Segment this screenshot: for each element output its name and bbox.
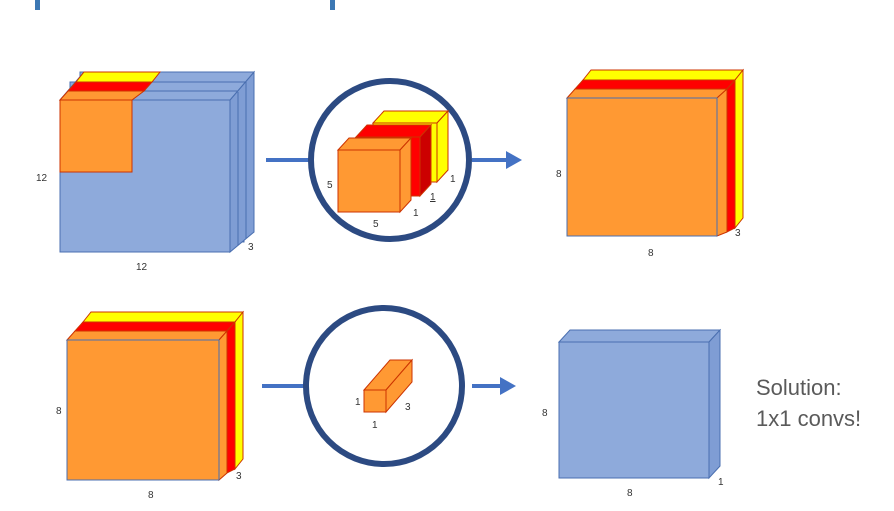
solution-callout: Solution: 1x1 convs! bbox=[756, 372, 861, 434]
solution-line-2: 1x1 convs! bbox=[756, 406, 862, 431]
row1-output-arrow bbox=[472, 151, 522, 169]
row2-output-depth-label: 1 bbox=[718, 477, 724, 488]
row2-kernel-ring bbox=[303, 305, 465, 467]
row1-output-width-label: 8 bbox=[648, 248, 654, 259]
row1-input-depth-label: 3 bbox=[248, 242, 254, 253]
row1-kernel-ring bbox=[308, 78, 472, 242]
row2-input-height-label: 8 bbox=[56, 406, 62, 417]
row2-output-height-label: 8 bbox=[542, 408, 548, 419]
row2-input-width-label: 8 bbox=[148, 490, 154, 501]
row1-kernel-depth2-label: 1 bbox=[430, 192, 436, 203]
row1-kernel-width-label: 5 bbox=[373, 219, 379, 230]
row1-output-volume bbox=[565, 68, 745, 237]
header-bar-right bbox=[330, 0, 335, 10]
row2-kernel-height-label: 1 bbox=[355, 397, 361, 408]
row2-output-arrow bbox=[472, 377, 516, 395]
solution-line-1: Solution: bbox=[756, 375, 842, 400]
row1-kernel-height-label: 5 bbox=[327, 180, 333, 191]
row1-input-height-label: 12 bbox=[36, 173, 48, 184]
row2-kernel-width-label: 1 bbox=[372, 420, 378, 431]
row2-kernel-depth-label: 3 bbox=[405, 402, 411, 413]
header-bar-left bbox=[35, 0, 40, 10]
row1-output-depth-label: 3 bbox=[735, 228, 741, 239]
row1-output-height-label: 8 bbox=[556, 169, 562, 180]
row1-kernel-depth3-label: 1 bbox=[450, 174, 456, 185]
row2-output-width-label: 8 bbox=[627, 488, 633, 499]
row2-input-depth-label: 3 bbox=[236, 471, 242, 482]
row2-output-volume bbox=[557, 328, 722, 480]
row1-kernel-depth-label: 1 bbox=[413, 208, 419, 219]
row2-input-volume bbox=[65, 310, 245, 482]
row1-input-width-label: 12 bbox=[136, 262, 148, 273]
row1-input-kernel-overlay bbox=[58, 71, 162, 173]
